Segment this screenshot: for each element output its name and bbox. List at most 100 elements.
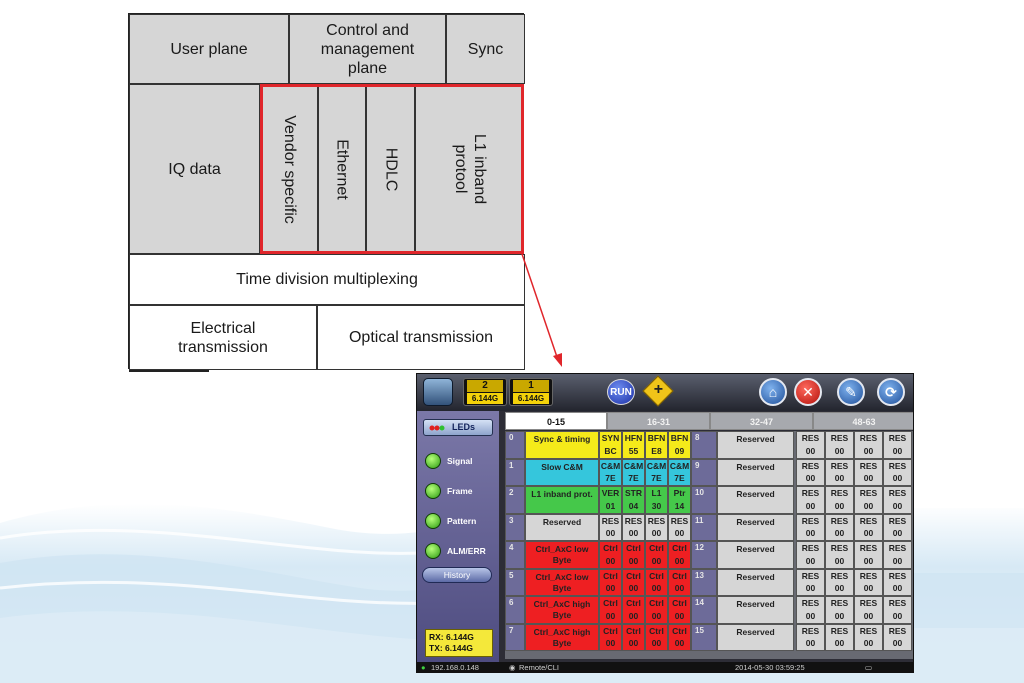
row-index: 12 [691,541,717,569]
byte-cell-value: 7E [651,473,662,483]
tools-icon[interactable]: ✎ [837,378,865,406]
row-name: Sync & timing [525,431,599,459]
byte-cell-label: Ctrl [649,570,664,581]
close-icon[interactable]: ✕ [794,378,822,406]
home-icon[interactable]: ⌂ [759,378,787,406]
byte-cell-value: 00 [863,500,874,511]
led-alm-err: ALM/ERR [425,542,486,560]
byte-cell-label: RES [830,570,849,581]
tab-48-63[interactable]: 48-63 [813,412,913,430]
byte-cell-value: 00 [651,583,662,593]
led-alm-err-icon [425,543,441,559]
remote-icon: ◉ [509,663,516,672]
byte-cell-label: Ctrl [649,625,664,636]
led-dots-icon [429,425,445,431]
byte-cell: Ctrl 00 [645,568,668,596]
leds-tab[interactable]: LEDs [423,419,493,436]
tester-screen: 2 6.144G 1 6.144G RUN ⌂ ✕ ✎ ⟳ LEDs [416,373,914,673]
byte-cell-value: 00 [805,445,816,456]
byte-cell-label: RES [801,570,820,581]
row-name: Reserved [717,568,794,596]
user-plane-label: User plane [170,40,248,58]
network-icon: ● [421,663,426,672]
optical-label: Optical transmission [348,329,494,346]
top-toolbar: 2 6.144G 1 6.144G RUN ⌂ ✕ ✎ ⟳ [417,374,913,411]
port-1-number: 1 [513,380,549,392]
byte-cell-value: 00 [805,500,816,511]
led-signal-icon [425,453,441,469]
row-index: 0 [505,431,525,459]
byte-cell-label: RES [859,515,878,526]
reserved-byte-cell: RES 00 [796,596,825,624]
row-index: 9 [691,458,717,486]
byte-cell-label: Ctrl [626,570,641,581]
byte-cell: Ctrl 00 [622,568,645,596]
byte-cell-value: 00 [628,638,639,648]
led-frame-icon [425,483,441,499]
iq-data-label: IQ data [168,160,221,178]
byte-cell-value: 55 [628,445,639,456]
port-1-indicator[interactable]: 1 6.144G [509,378,553,406]
byte-cell-label: Ctrl [672,570,687,581]
byte-cell-value: 00 [863,473,874,483]
byte-cell-label: RES [888,598,907,608]
reserved-byte-cell: RES 00 [883,431,912,459]
port-2-indicator[interactable]: 2 6.144G [463,378,507,406]
byte-cell-label: RES [801,515,820,526]
byte-cell-label: BFN [670,433,689,443]
row-index: 2 [505,486,525,514]
navigation-icon[interactable] [642,375,674,407]
status-bar: ● 192.168.0.148 ◉ Remote/CLI 2014-05-30 … [417,662,913,672]
history-button[interactable]: History [422,567,492,583]
byte-cell-value: 01 [605,500,616,511]
byte-cell-value: 00 [892,445,903,456]
byte-cell-value: 00 [892,555,903,566]
byte-cell-label: RES [859,570,878,581]
main-menu-icon[interactable] [423,378,453,406]
electrical-cell: Electrical transmission [129,305,317,370]
byte-cell-label: RES [859,543,878,553]
byte-cell-value: 00 [605,528,616,538]
row-name: Reserved [717,541,794,569]
byte-cell-label: RES [830,543,849,553]
byte-cell-label: Ctrl [672,598,687,608]
byte-cell-label: RES [888,433,907,443]
ethernet-cell: Ethernet [318,84,366,254]
byte-cell-value: 00 [651,610,662,621]
byte-cell-value: 00 [628,528,639,538]
row-name: Reserved [717,431,794,459]
port-1-rate: 6.144G [513,393,549,404]
byte-cell-value: 00 [674,583,685,593]
byte-cell-label: RES [830,598,849,608]
led-signal: Signal [425,452,473,470]
tab-16-31[interactable]: 16-31 [607,412,710,430]
run-button[interactable]: RUN [607,379,635,405]
tab-32-47[interactable]: 32-47 [710,412,813,430]
byte-cell-value: 00 [674,610,685,621]
tab-0-15[interactable]: 0-15 [505,412,607,430]
byte-cell-value: 00 [628,583,639,593]
leds-tab-label: LEDs [452,422,476,432]
byte-cell-value: 00 [834,528,845,538]
refresh-icon[interactable]: ⟳ [877,378,905,406]
row-name: Reserved [717,513,794,541]
byte-cell-value: 00 [605,638,616,648]
rx-rate: RX: 6.144G [429,632,474,642]
byte-cell-label: RES [801,598,820,608]
byte-cell-value: 00 [805,610,816,621]
